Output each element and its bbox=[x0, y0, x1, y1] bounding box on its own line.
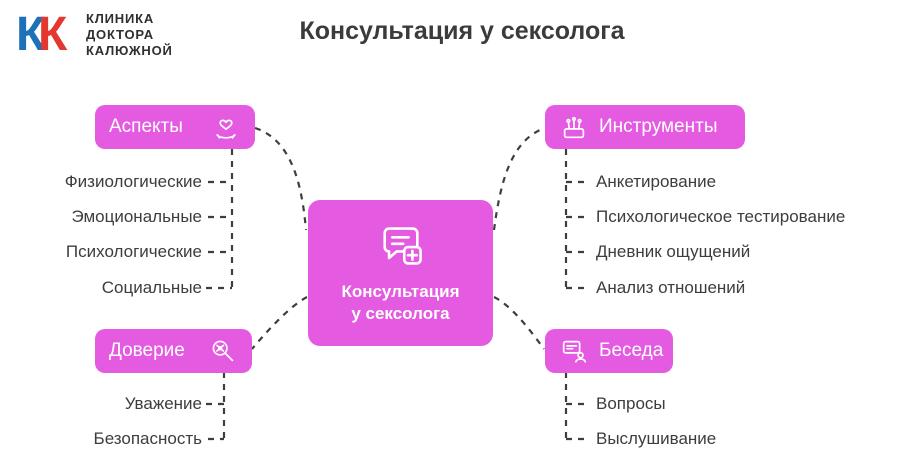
magnifier-bug-icon bbox=[208, 336, 238, 366]
branch-label-trust: Доверие bbox=[109, 340, 185, 361]
center-label-line2: у сексолога bbox=[351, 304, 450, 323]
wire-aspects-center bbox=[254, 126, 308, 231]
leaf-item: Эмоциональные bbox=[71, 207, 202, 226]
branch-node-talk: Беседа bbox=[545, 329, 673, 373]
leaf-item: Анкетирование bbox=[596, 172, 717, 191]
leaf-item: Безопасность bbox=[93, 429, 202, 448]
branch-node-trust: Доверие bbox=[95, 329, 252, 373]
leaf-item: Физиологические bbox=[64, 172, 202, 191]
leaf-item: Вопросы bbox=[596, 394, 666, 413]
branch-node-aspects: Аспекты bbox=[95, 105, 255, 149]
wire-center-tools bbox=[492, 126, 546, 231]
leaf-item: Уважение bbox=[124, 394, 202, 413]
leaf-item: Социальные bbox=[101, 278, 202, 297]
logo-line: КЛИНИКА bbox=[86, 11, 155, 26]
leaf-item: Психологические bbox=[65, 242, 202, 261]
branch-label-tools: Инструменты bbox=[599, 116, 718, 137]
wire-center-trust bbox=[251, 296, 308, 350]
logo-line: ДОКТОРА bbox=[86, 27, 154, 42]
center-node: Консультация у сексолога bbox=[308, 200, 493, 346]
wire-center-talk bbox=[493, 296, 545, 350]
toolbox-plants-icon bbox=[559, 112, 589, 142]
clinic-logo: К К КЛИНИКА ДОКТОРА КАЛЮЖНОЙ bbox=[16, 8, 173, 62]
leaf-item: Психологическое тестирование bbox=[596, 207, 846, 226]
leaf-item: Дневник ощущений bbox=[596, 242, 751, 261]
center-node-label: Консультация у сексолога bbox=[341, 281, 459, 325]
logo-line: КАЛЮЖНОЙ bbox=[86, 43, 173, 58]
branch-node-tools: Инструменты bbox=[545, 105, 745, 149]
leaf-item: Выслушивание bbox=[596, 429, 717, 448]
leaf-item: Анализ отношений bbox=[596, 278, 746, 297]
hand-heart-icon bbox=[211, 112, 241, 142]
page-title: Консультация у сексолога bbox=[299, 17, 625, 45]
logo-letter-red: К bbox=[38, 8, 68, 61]
clinic-logo-text: КЛИНИКА ДОКТОРА КАЛЮЖНОЙ bbox=[86, 11, 173, 59]
clinic-logo-mark-icon: К К bbox=[16, 8, 78, 62]
center-label-line1: Консультация bbox=[341, 282, 460, 301]
branch-label-talk: Беседа bbox=[599, 340, 664, 361]
chat-medical-cross-icon bbox=[376, 221, 426, 271]
logo-letter-blue: К bbox=[16, 8, 46, 61]
branch-label-aspects: Аспекты bbox=[109, 116, 183, 137]
presenter-chat-icon bbox=[559, 336, 589, 366]
